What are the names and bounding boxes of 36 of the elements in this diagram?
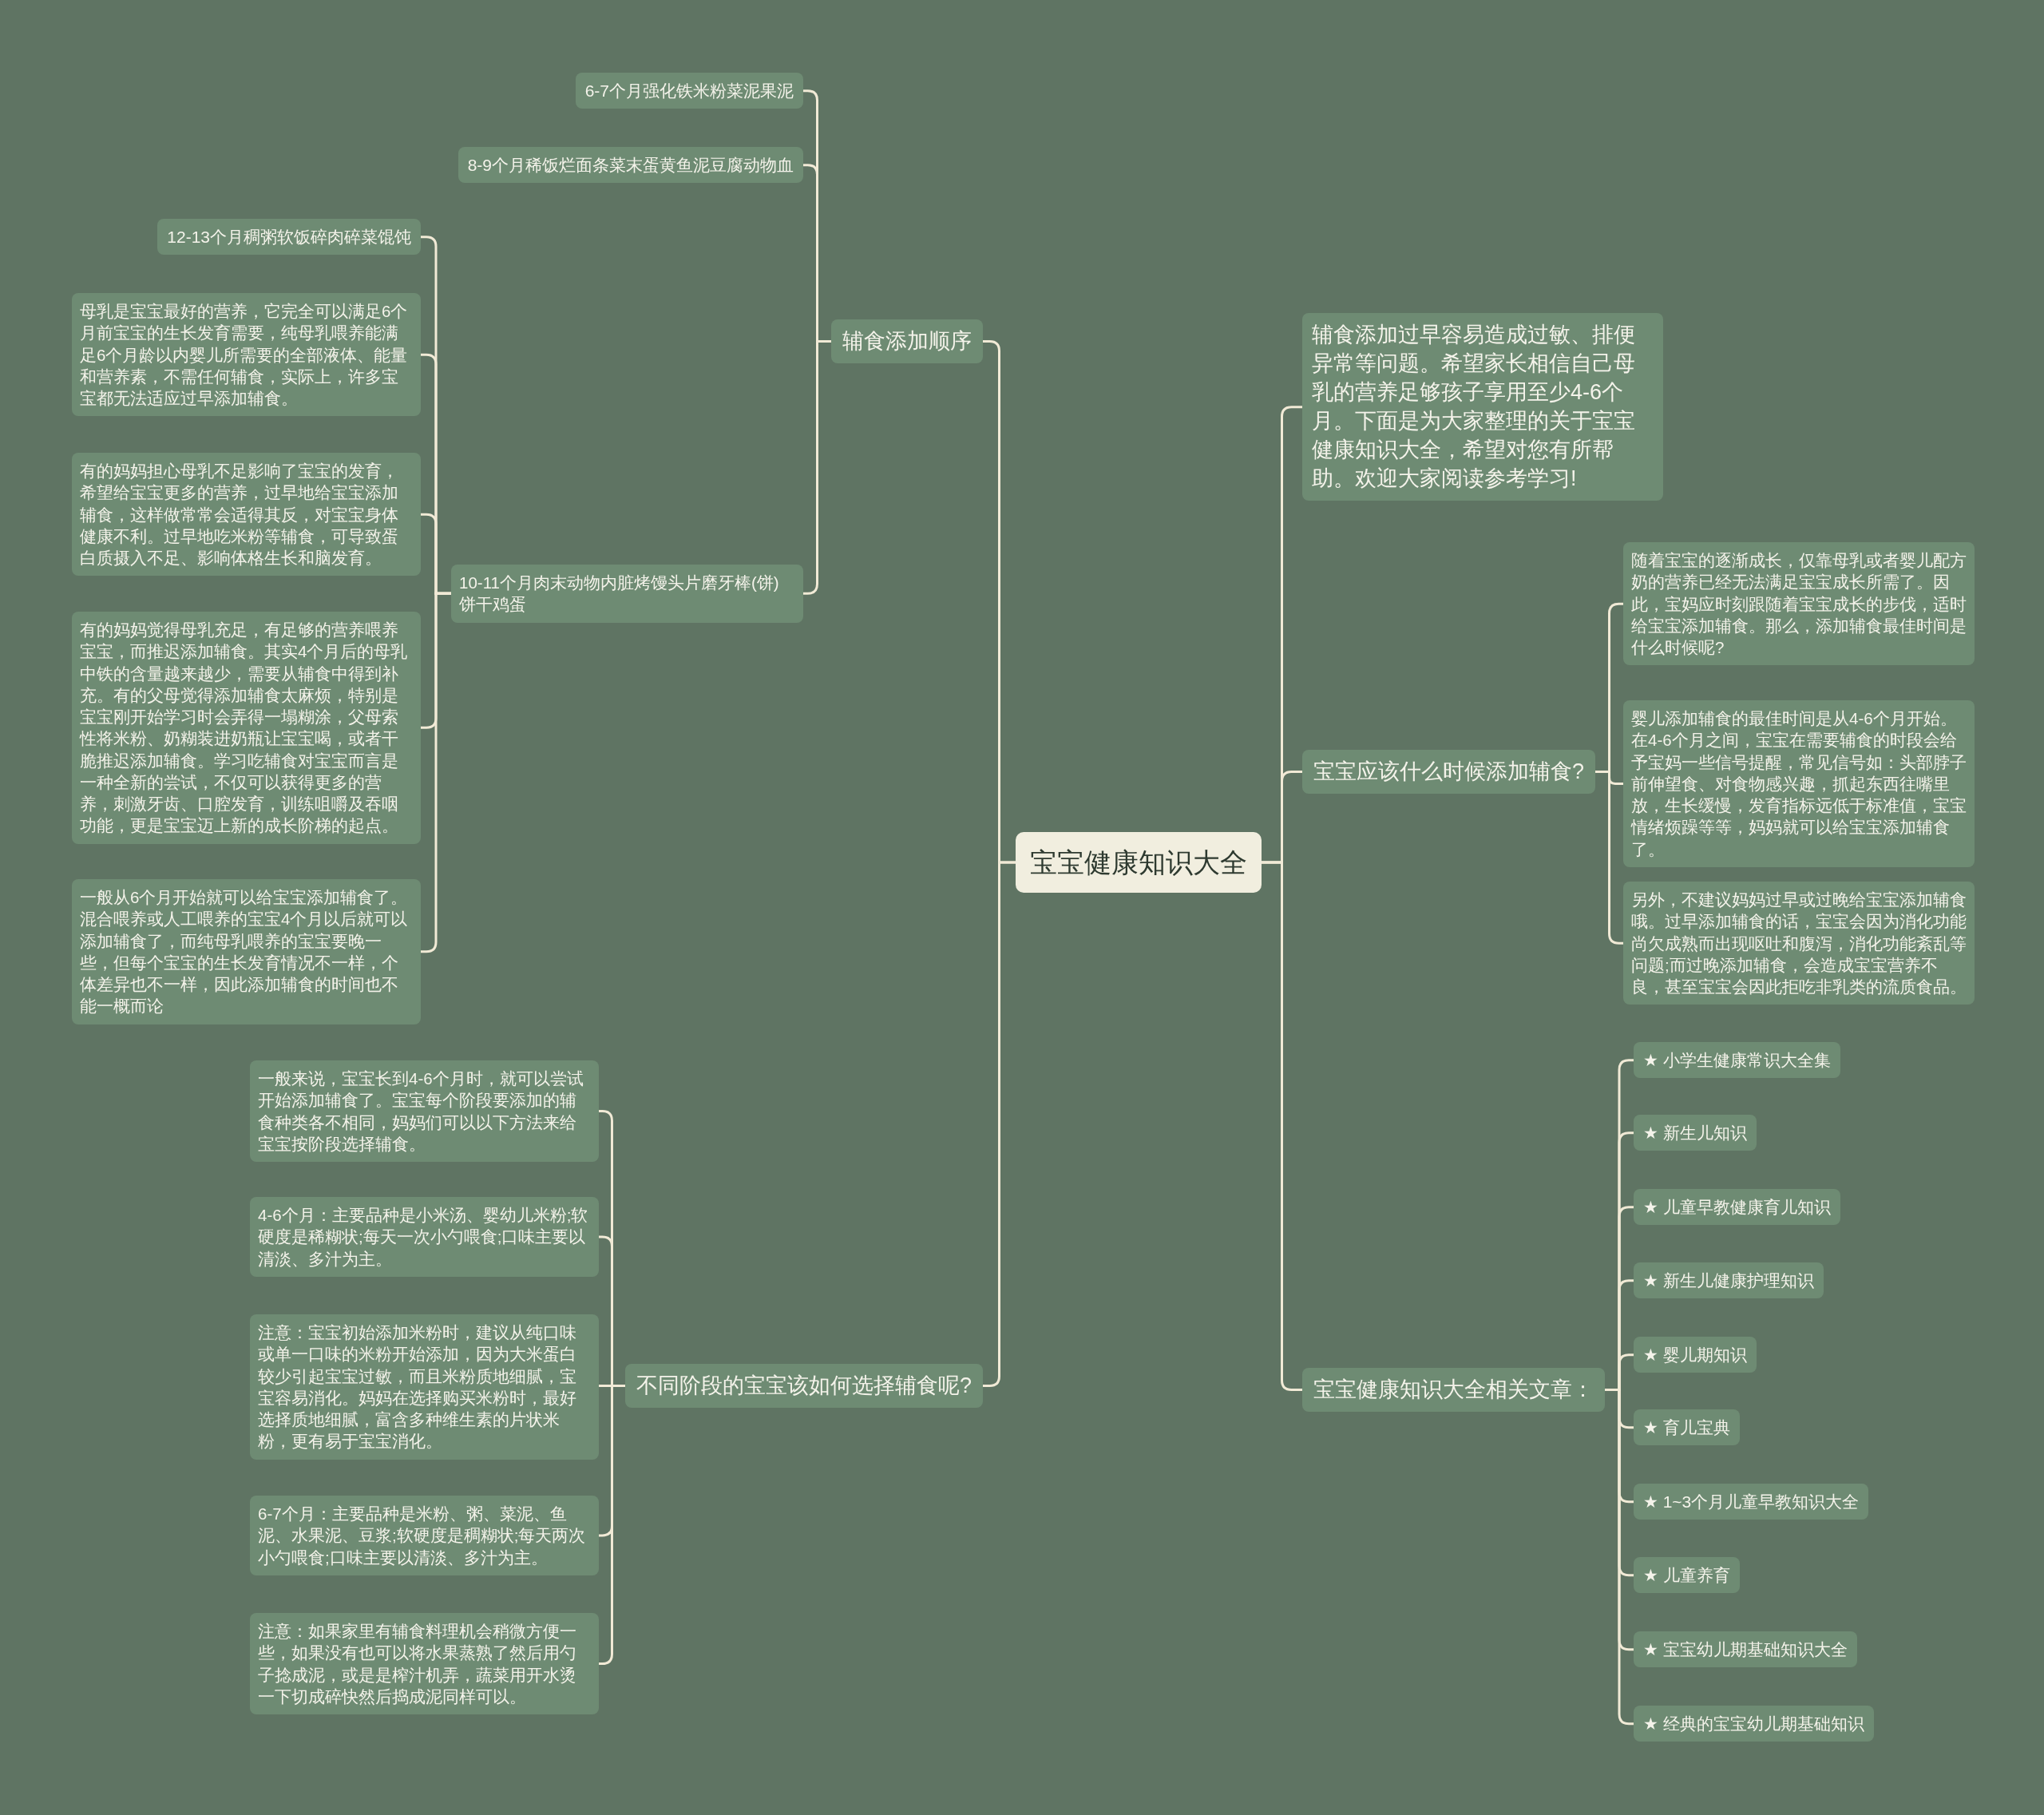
topic-box: ★ 小学生健康常识大全集 (1634, 1042, 1840, 1079)
connector-line (1262, 861, 1302, 1392)
text-box: 10-11个月肉末动物内脏烤馒头片磨牙棒(饼)饼干鸡蛋 (451, 565, 803, 623)
text-box: 注意：宝宝初始添加米粉时，建议从纯口味或单一口味的米粉开始添加，因为大米蛋白较少引起宝宝过敏，而且米粉质地细腻，宝宝容易消化。妈妈在选择购买米粉时，最好选择质地细腻，富含多种维生素的片状米粉，更有易于宝宝消化。 (250, 1314, 599, 1460)
text-box: 一般来说，宝宝长到4-6个月时，就可以尝试开始添加辅食了。宝宝每个阶段要添加的辅食种类各不相同，妈妈们可以以下方法来给宝宝按阶段选择辅食。 (250, 1060, 599, 1162)
text-box: 另外，不建议妈妈过早或过晚给宝宝添加辅食哦。过早添加辅食的话，宝宝会因为消化功能尚欠成熟而出现呕吐和腹泻，消化功能紊乱等问题;而过晚添加辅食，会造成宝宝营养不良，甚至宝宝会因此拒吃非乳类的流质食品。 (1623, 882, 1975, 1005)
text-box: 随着宝宝的逐渐成长，仅靠母乳或者婴儿配方奶的营养已经无法满足宝宝成长所需了。因此，宝妈应时刻跟随着宝宝成长的步伐，适时给宝宝添加辅食。那么，添加辅食最佳时间是什么时候呢? (1623, 542, 1975, 666)
text-box: 有的妈妈觉得母乳充足，有足够的营养喂养宝宝，而推迟添加辅食。其实4个月后的母乳中铁的含量越来越少，需要从辅食中得到补充。有的父母觉得添加辅食太麻烦，特别是宝宝刚开始学习时会弄得一塌糊涂，父母索性将米粉、奶糊装进奶瓶让宝宝喝，或者干脆推迟添加辅食。学习吃辅食对宝宝而言是一种全新的尝试，不仅可以获得更多的营养，刺激牙齿、口腔发育，训练咀嚼及吞咽功能，更是宝宝迈上新的成长阶梯的起点。 (72, 612, 421, 844)
text-box: 有的妈妈担心母乳不足影响了宝宝的发育，希望给宝宝更多的营养，过早地给宝宝添加辅食，这样做常常会适得其反，对宝宝身体健康不利。过早地吃米粉等辅食，可导致蛋白质摄入不足、影响体格生长和脑发育。 (72, 453, 421, 577)
text-box: 6-7个月：主要品种是米粉、粥、菜泥、鱼泥、水果泥、豆浆;软硬度是稠糊状;每天两次小勺喂食;口味主要以清淡、多汁为主。 (250, 1496, 599, 1575)
topic-box: ★ 育儿宝典 (1634, 1409, 1740, 1446)
connector-line (983, 861, 1016, 1388)
text-box: 母乳是宝宝最好的营养，它完全可以满足6个月前宝宝的生长发育需要，纯母乳喂养能满足6个月龄以内婴儿所需要的全部液体、能量和营养素，不需任何辅食，实际上，许多宝宝都无法适应过早添加辅食。 (72, 293, 421, 417)
topic-box: 6-7个月强化铁米粉菜泥果泥 (575, 73, 803, 109)
topic-box: 12-13个月稠粥软饭碎肉碎菜馄饨 (157, 219, 421, 256)
text-box: 4-6个月：主要品种是小米汤、婴幼儿米粉;软硬度是稀糊状;每天一次小勺喂食;口味主要以清淡、多汁为主。 (250, 1197, 599, 1277)
topic-box: ★ 宝宝幼儿期基础知识大全 (1634, 1631, 1857, 1668)
topic-box: 不同阶段的宝宝该如何选择辅食呢? (624, 1364, 983, 1409)
central-topic-box: 宝宝健康知识大全 (1016, 832, 1262, 894)
topic-box: ★ 新生儿知识 (1634, 1115, 1757, 1151)
topic-box: ★ 儿童早教健康育儿知识 (1634, 1189, 1840, 1226)
topic-box: 宝宝应该什么时候添加辅食? (1302, 750, 1596, 795)
text-box: 一般从6个月开始就可以给宝宝添加辅食了。混合喂养或人工喂养的宝宝4个月以后就可以添加辅食了，而纯母乳喂养的宝宝要晚一些，但每个宝宝的生长发育情况不一样，个体差异也不一样，因此添加辅食的时间也不能一概而论 (72, 879, 421, 1024)
topic-box: 辅食添加顺序 (831, 319, 983, 364)
topic-box: ★ 1~3个月儿童早教知识大全 (1634, 1484, 1869, 1520)
connector-line (1605, 1389, 1634, 1726)
text-box: 注意：如果家里有辅食料理机会稍微方便一些，如果没有也可以将水果蒸熟了然后用勺子捻成泥，或是是榨汁机弄，蔬菜用开水烫一下切成碎快然后捣成泥同样可以。 (250, 1613, 599, 1714)
topic-box: 8-9个月稀饭烂面条菜末蛋黄鱼泥豆腐动物血 (458, 147, 803, 184)
topic-box: ★ 经典的宝宝幼儿期基础知识 (1634, 1706, 1874, 1742)
topic-box: ★ 儿童养育 (1634, 1557, 1740, 1594)
connector-line (421, 592, 451, 953)
topic-box: 宝宝健康知识大全相关文章： (1302, 1368, 1605, 1413)
text-box: 婴儿添加辅食的最佳时间是从4-6个月开始。在4-6个月之间，宝宝在需要辅食的时段会给予宝妈一些信号提醒，常见信号如：头部脖子前伸望食、对食物感兴趣，抓起东西往嘴里放，生长缓慢，发育指标远低于标准值，宝宝情绪烦躁等等，妈妈就可以给宝宝添加辅食了。 (1623, 700, 1975, 867)
topic-box: ★ 婴儿期知识 (1634, 1337, 1757, 1373)
text-box: 辅食添加过早容易造成过敏、排便异常等问题。希望家长相信自己母乳的营养足够孩子享用至少4-6个月。下面是为大家整理的关于宝宝健康知识大全，希望对您有所帮助。欢迎大家阅读参考学习! (1302, 313, 1663, 501)
topic-box: ★ 新生儿健康护理知识 (1634, 1262, 1824, 1299)
